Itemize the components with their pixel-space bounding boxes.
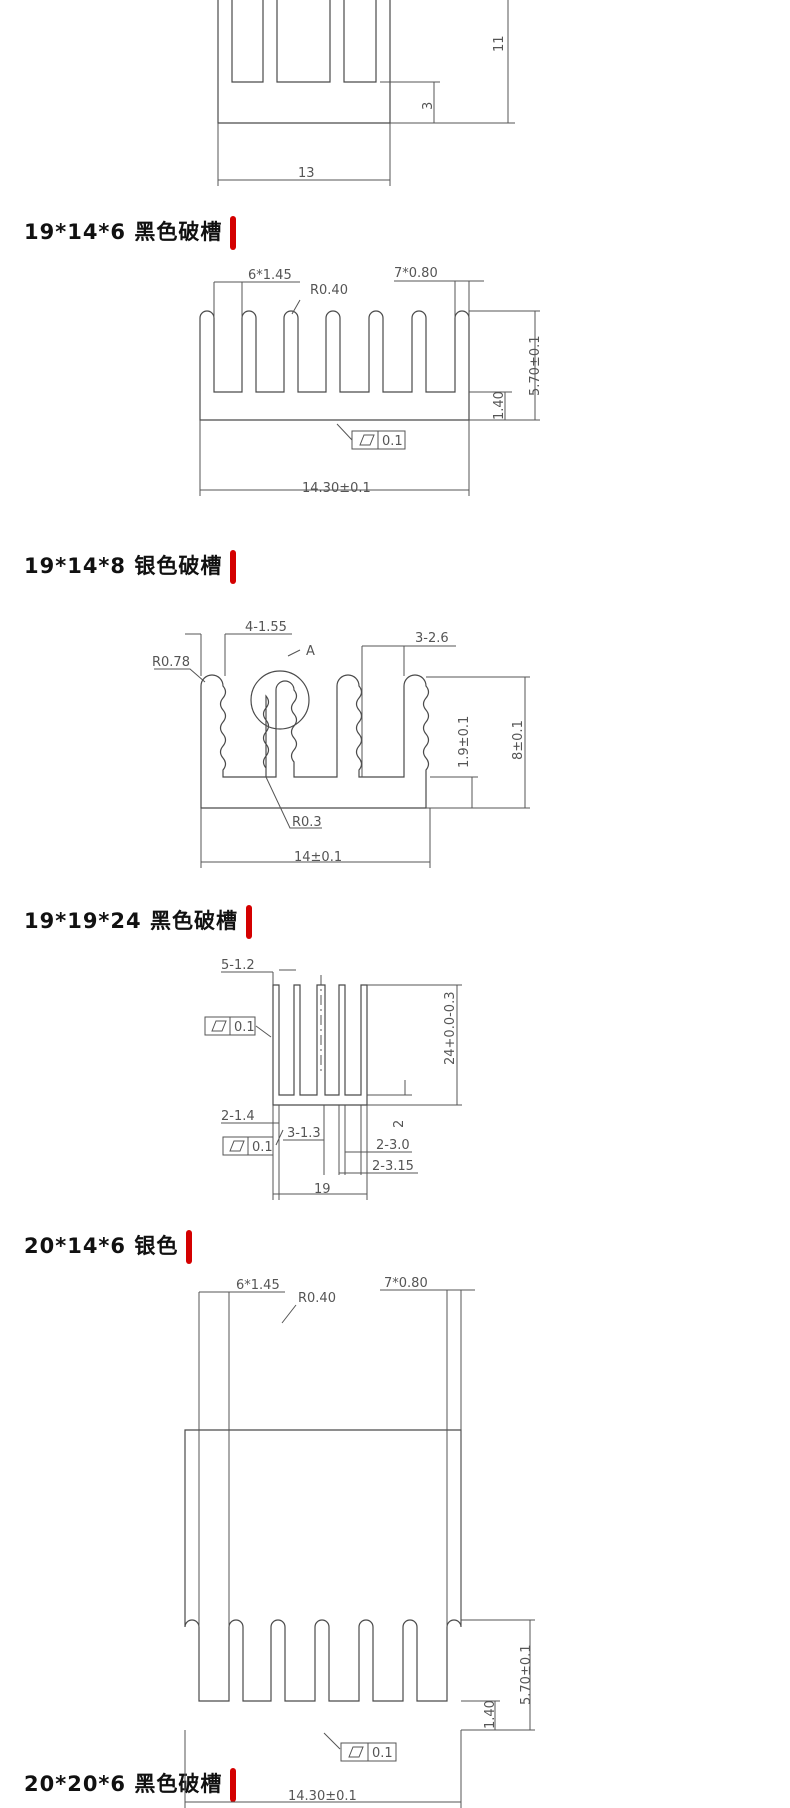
drawing-top: 13 11 3 xyxy=(217,0,515,186)
detail-circle-a xyxy=(250,670,310,730)
dim-width: 14.30±0.1 xyxy=(288,1789,357,1804)
red-marker xyxy=(230,216,237,250)
dim-outer-fin: 2-1.4 xyxy=(221,1109,255,1124)
dim-gap-1: 2-3.0 xyxy=(376,1138,410,1153)
dim-mid-fin: 3-1.3 xyxy=(287,1126,321,1141)
parallelogram-icon xyxy=(348,1746,364,1758)
section-title-3: 19*19*24 黑色破槽 xyxy=(24,905,252,939)
parallelogram-icon xyxy=(229,1140,245,1152)
dimension-lines xyxy=(199,280,540,496)
dim-radius-bottom: R0.3 xyxy=(292,815,322,830)
dim-gap-width: 3-2.6 xyxy=(415,631,449,646)
dim-height-inner: 1.9±0.1 xyxy=(457,716,472,768)
dim-height: 24+0.0-0.3 xyxy=(443,992,458,1065)
heatsink-outline xyxy=(200,674,430,809)
drawing-19x14x6: 6*1.45 7*0.80 R0.40 5.70±0.1 1.40 0.1 14… xyxy=(199,266,543,496)
dim-flatness: 0.1 xyxy=(372,1746,393,1761)
red-marker xyxy=(230,550,237,584)
dim-base: 1.40 xyxy=(492,391,507,420)
heatsink-outline xyxy=(217,0,391,124)
dim-width: 14.30±0.1 xyxy=(302,481,371,496)
heatsink-outline xyxy=(184,1429,462,1702)
section-title-text: 19*14*6 黑色破槽 xyxy=(24,220,223,244)
heatsink-outline xyxy=(199,310,470,421)
red-marker xyxy=(245,905,252,939)
dim-height: 5.70±0.1 xyxy=(528,335,543,396)
red-marker xyxy=(230,1768,237,1802)
dim-gap-width: 7*0.80 xyxy=(384,1276,428,1291)
dim-radius: R0.40 xyxy=(310,283,348,298)
section-title-text: 19*14*8 银色破槽 xyxy=(24,554,223,578)
dim-height: 11 xyxy=(492,35,507,52)
section-title-4: 20*14*6 银色 xyxy=(24,1230,193,1264)
section-title-text: 20*14*6 银色 xyxy=(24,1234,179,1258)
dim-gap-width: 7*0.80 xyxy=(394,266,438,281)
section-title-2: 19*14*8 银色破槽 xyxy=(24,550,237,584)
dim-flatness: 0.1 xyxy=(382,434,403,449)
dimension-lines xyxy=(217,0,515,186)
dim-flatness-1: 0.1 xyxy=(234,1020,255,1035)
dim-base: 2 xyxy=(392,1120,407,1128)
dim-width: 14±0.1 xyxy=(294,850,342,865)
section-title-5: 20*20*6 黑色破槽 xyxy=(24,1768,237,1802)
parallelogram-icon xyxy=(211,1020,227,1032)
dim-fin-width: 6*1.45 xyxy=(236,1278,280,1293)
section-title-text: 20*20*6 黑色破槽 xyxy=(24,1772,223,1796)
dimension-lines xyxy=(184,1289,535,1808)
section-title-1: 19*14*6 黑色破槽 xyxy=(24,216,237,250)
dim-width: 13 xyxy=(298,166,315,181)
drawing-19x14x8: 4-1.55 3-2.6 R0.78 A 1.9±0.1 8±0.1 R0.3 … xyxy=(152,620,530,868)
dimension-lines xyxy=(154,633,530,868)
dim-base: 1.40 xyxy=(483,1700,498,1729)
dim-height: 8±0.1 xyxy=(511,720,526,760)
heatsink-outline xyxy=(272,984,368,1106)
dim-radius: R0.40 xyxy=(298,1291,336,1306)
dim-fin-width: 6*1.45 xyxy=(248,268,292,283)
dim-radius-top: R0.78 xyxy=(152,655,190,670)
drawing-20x14x6: 6*1.45 7*0.80 R0.40 5.70±0.1 1.40 0.1 14… xyxy=(184,1276,535,1808)
dim-width: 19 xyxy=(314,1182,331,1197)
dim-gap-2: 2-3.15 xyxy=(372,1159,414,1174)
dim-flatness-2: 0.1 xyxy=(252,1140,273,1155)
red-marker xyxy=(186,1230,193,1264)
section-title-text: 19*19*24 黑色破槽 xyxy=(24,909,238,933)
dim-height: 5.70±0.1 xyxy=(519,1644,534,1705)
drawing-19x19x24: 5-1.2 0.1 24+0.0-0.3 2 2-1.4 0.1 3-1.3 2… xyxy=(204,958,462,1200)
dimension-lines xyxy=(221,969,462,1200)
parallelogram-icon xyxy=(359,434,375,446)
dim-fin-width: 4-1.55 xyxy=(245,620,287,635)
dim-fin-width: 5-1.2 xyxy=(221,958,255,973)
detail-label-a: A xyxy=(306,644,315,659)
dim-base: 3 xyxy=(421,102,436,110)
